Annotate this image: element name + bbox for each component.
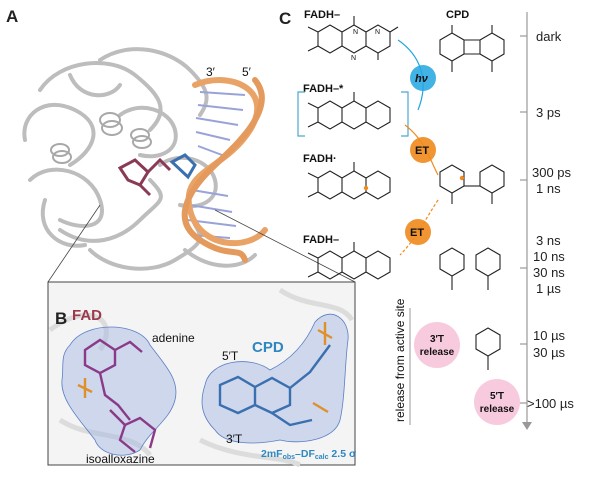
fad-sticks-panel-a	[117, 157, 172, 197]
protein-ribbon	[22, 47, 257, 299]
release-3t-label-top: 3′T	[430, 334, 444, 345]
dna-helix	[181, 77, 268, 263]
release-5t-label-bottom: release	[480, 404, 515, 415]
flavin-structure-excited	[307, 92, 391, 130]
timeline-ticks	[520, 35, 527, 404]
fad-sticks	[83, 338, 157, 453]
flavin-structure-radical	[307, 162, 391, 200]
svg-text:N: N	[375, 29, 380, 36]
panel-b-letter: B	[55, 309, 67, 328]
release-5t-label-top: 5′T	[490, 391, 504, 402]
state-fadh-excited: FADH–*	[303, 83, 344, 95]
remaining-thymine	[475, 327, 501, 370]
timeline-arrowhead	[522, 422, 532, 430]
panel-a-letter: A	[6, 7, 18, 26]
flavin-structure-dark	[307, 16, 399, 60]
excited-bracket-left	[297, 91, 305, 137]
fad-phosphates	[77, 378, 93, 398]
five-prime-t-label: 5′T	[222, 349, 239, 363]
time-1ns: 1 ns	[536, 181, 561, 196]
et-badge-2	[405, 219, 431, 245]
release-3t-label-bottom: release	[420, 347, 455, 358]
cpd-label-panel-b: CPD	[252, 339, 284, 356]
time-30us: 30 µs	[533, 345, 566, 360]
cpd-phosphates	[312, 322, 333, 414]
state-fadh-minus-2: FADH–	[303, 234, 339, 246]
svg-text:N: N	[353, 29, 358, 36]
time-30ns: 30 ns	[533, 265, 565, 280]
time-10us: 10 µs	[533, 328, 566, 343]
hv-label: hν	[415, 73, 429, 85]
flavin-structure-restored	[307, 242, 391, 280]
time-3ps: 3 ps	[536, 105, 561, 120]
et-label-1: ET	[415, 145, 429, 157]
radical-dot	[363, 185, 369, 191]
three-prime-t-label: 3′T	[226, 432, 243, 446]
isoalloxazine-label: isoalloxazine	[86, 452, 155, 466]
panel-c-letter: C	[279, 9, 291, 28]
time-100us: >100 µs	[527, 396, 574, 411]
time-3ns: 3 ns	[536, 233, 561, 248]
strand-label-5prime: 5′	[242, 65, 252, 79]
strand-label-3prime: 3′	[206, 65, 216, 79]
release-3t-badge	[414, 322, 460, 368]
separated-thymines	[439, 247, 501, 290]
cpd-label-panel-c: CPD	[446, 9, 469, 21]
cpd-sticks-panel-a	[169, 153, 197, 180]
svg-text:N: N	[351, 55, 356, 62]
et-label-2: ET	[410, 227, 424, 239]
release-from-active-site-label: release from active site	[393, 298, 407, 422]
hv-badge	[410, 65, 436, 91]
adenine-label: adenine	[152, 331, 195, 345]
zoom-connector-left	[47, 204, 101, 283]
cpd-radical-structure	[439, 164, 505, 204]
excited-bracket-right	[401, 91, 409, 137]
time-dark: dark	[536, 29, 562, 44]
release-5t-badge	[474, 379, 520, 425]
time-1us: 1 µs	[536, 281, 561, 296]
state-fadh-radical: FADH·	[303, 153, 337, 165]
zoom-connector-right	[214, 209, 356, 283]
panel-b-background-ribbon	[48, 287, 355, 468]
cpd-sticks	[218, 344, 331, 427]
density-map-label: 2mFobs–DFcalc 2.5 σ	[261, 448, 356, 461]
cpd-radical-dot	[459, 175, 465, 181]
fad-label: FAD	[72, 307, 102, 324]
cpd-dimer-structure	[439, 25, 505, 72]
et-badge-1	[410, 137, 436, 163]
helix-coils	[50, 112, 152, 164]
time-300ps: 300 ps	[532, 165, 572, 180]
time-10ns: 10 ns	[533, 249, 565, 264]
et-arrow-back	[399, 199, 439, 256]
state-fadh-minus-1: FADH–	[304, 9, 340, 21]
